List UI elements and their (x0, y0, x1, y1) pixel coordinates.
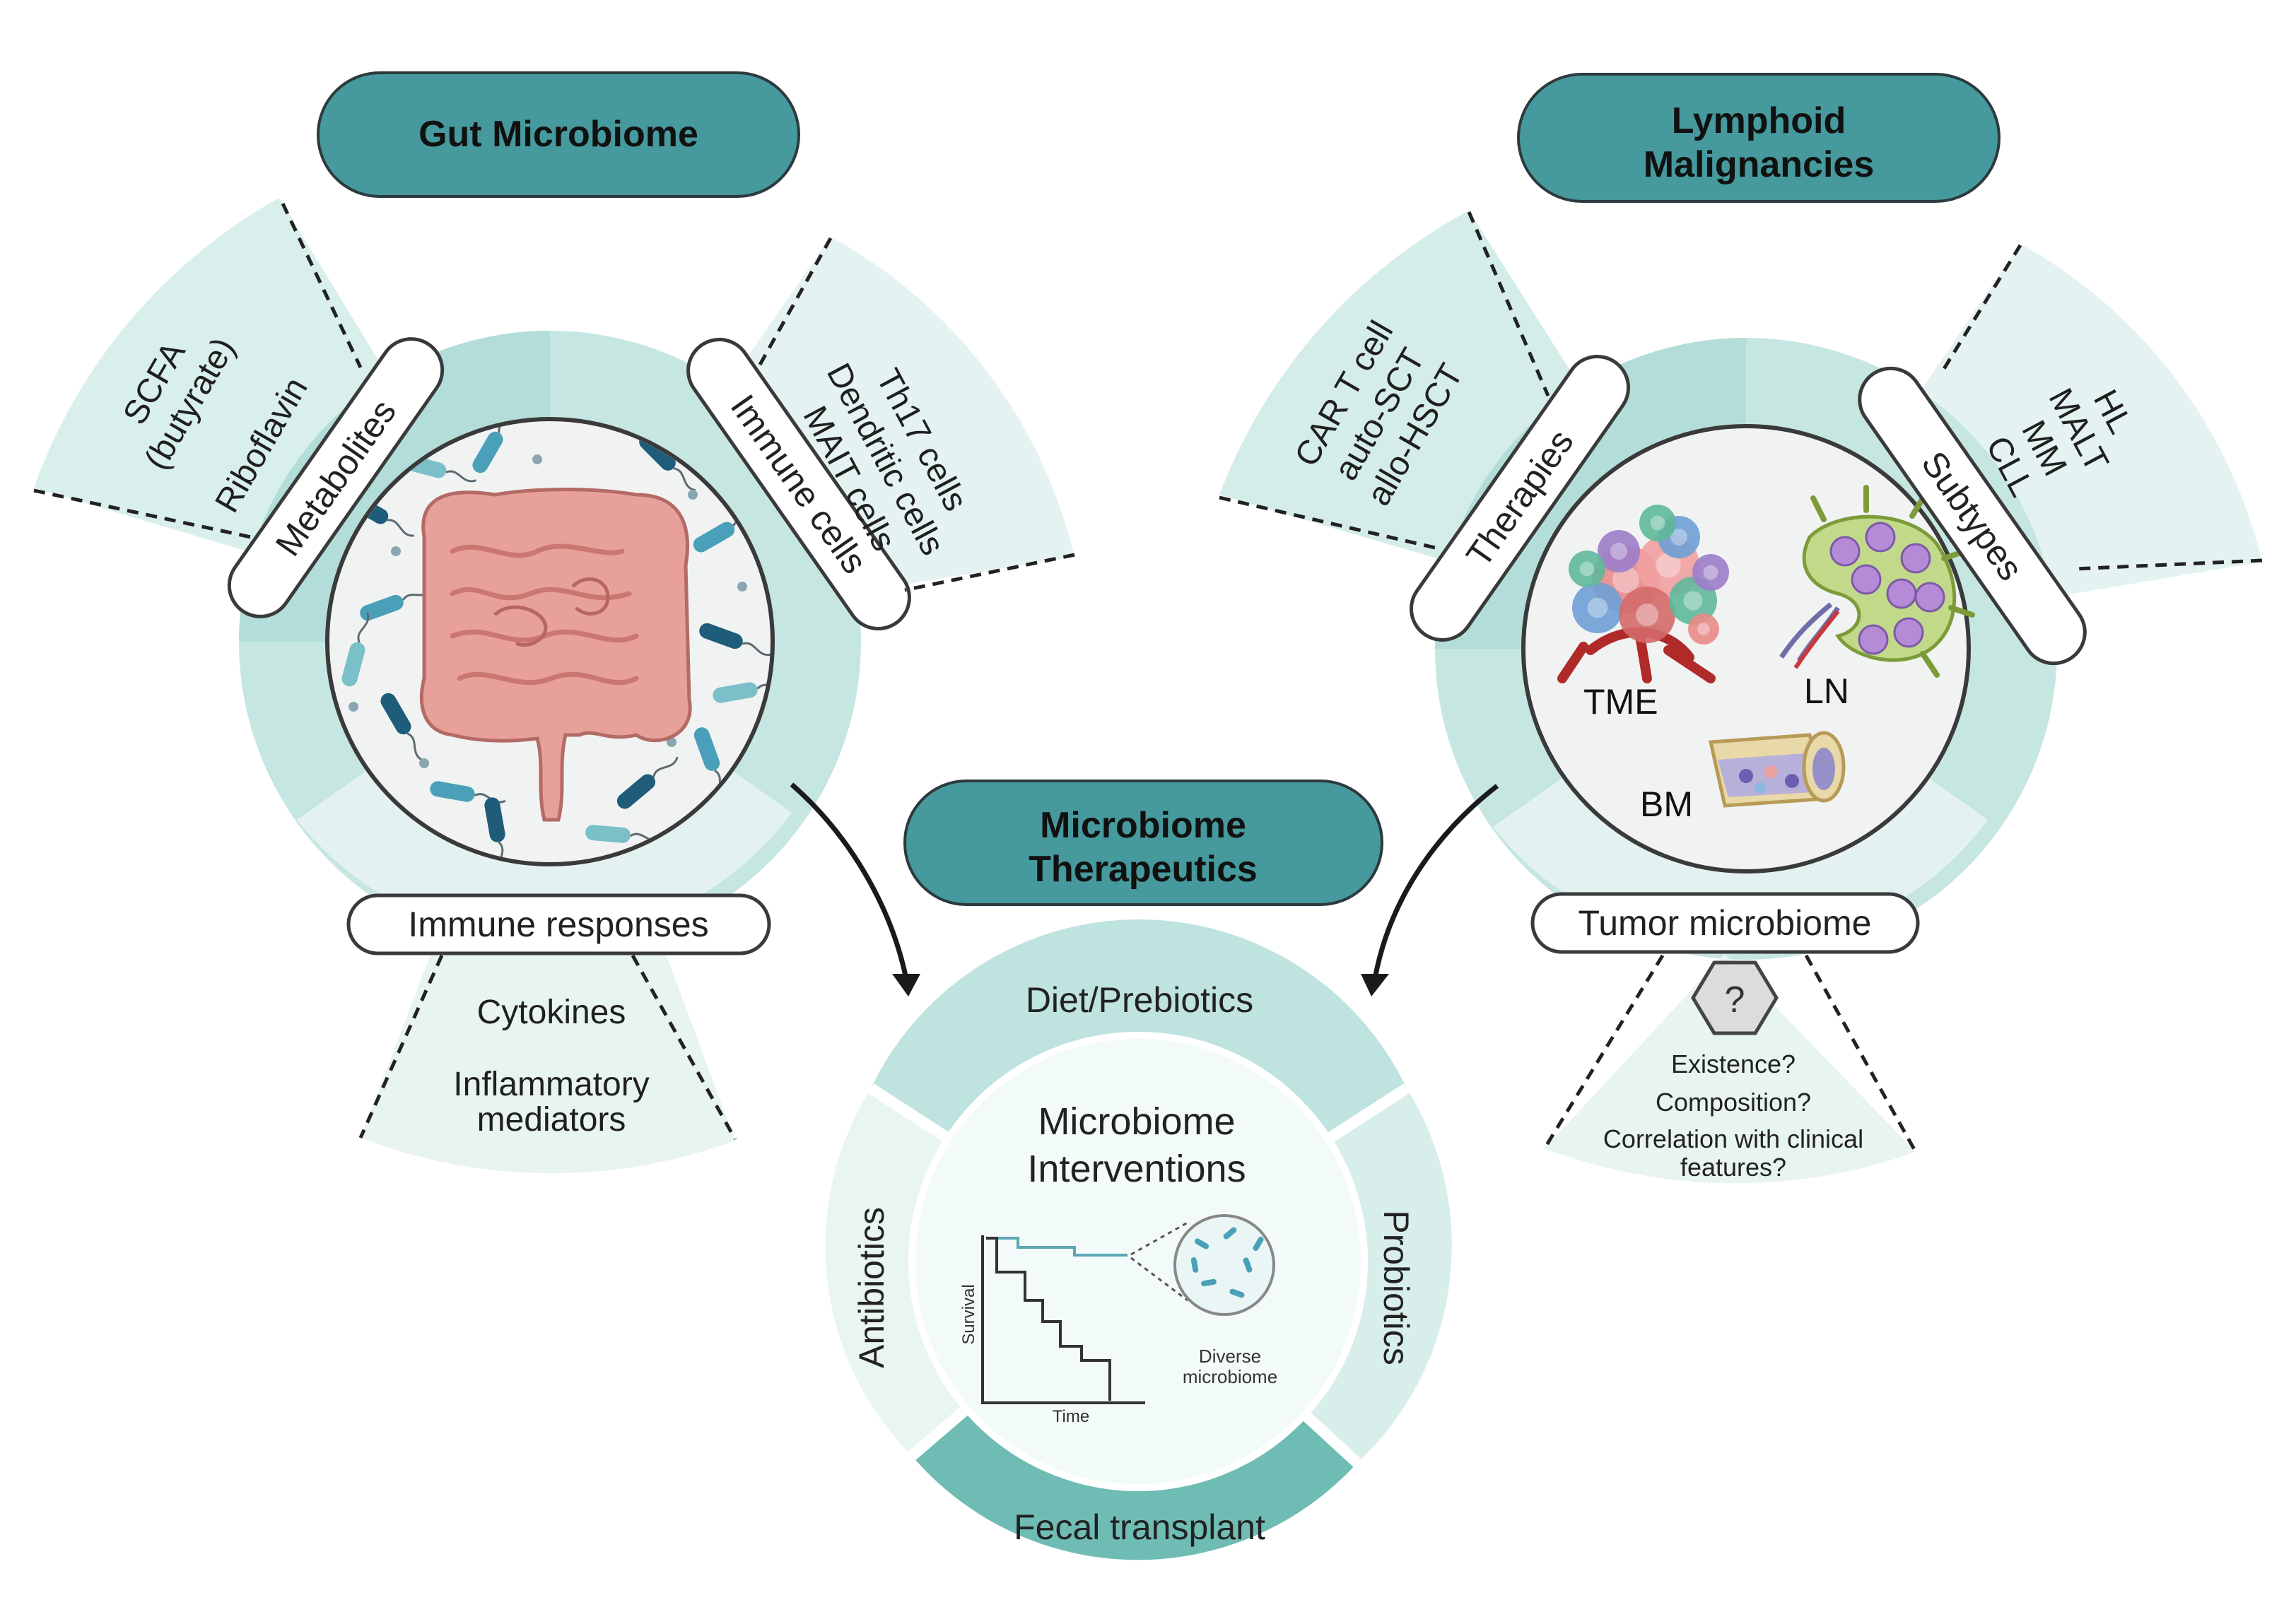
response-item-3: mediators (477, 1101, 626, 1139)
microbe-dot-icon (737, 582, 747, 592)
tumor-cell-icon (1692, 554, 1729, 591)
response-item-2: Inflammatory (453, 1066, 649, 1103)
microbe-dot-icon (532, 454, 542, 464)
tumor-microbiome-pill-label: Tumor microbiome (1578, 903, 1872, 943)
diverse-label-line2: microbiome (1183, 1366, 1277, 1387)
bacterium-icon (713, 682, 771, 703)
ln-label: LN (1804, 671, 1849, 711)
follicle-icon (1893, 617, 1924, 648)
tumor-cell-icon (1569, 551, 1605, 587)
microbiome-therapeutics-header: Microbiome Therapeutics (903, 780, 1383, 906)
follicle-icon (1900, 543, 1931, 574)
right-arrowhead-icon (1361, 974, 1389, 996)
bm-label: BM (1640, 784, 1693, 824)
probiotics-label: Probiotics (1376, 1210, 1416, 1365)
question-hexagon-icon: ? (1691, 960, 1779, 1035)
question-item-3: Correlation with clinical (1603, 1124, 1863, 1153)
tumor-microbiome-wedge (1545, 954, 1916, 1184)
tumor-cell-icon (1572, 582, 1623, 633)
bubble-bacterium-icon (1243, 1257, 1253, 1273)
survival-axis-label: Survival (959, 1284, 978, 1344)
bacterium-icon (380, 693, 423, 762)
question-item-4: features? (1680, 1153, 1786, 1182)
gut-illustration (341, 421, 771, 862)
tme-illustration (1557, 505, 1729, 683)
left-arrowhead-icon (892, 974, 920, 996)
question-mark: ? (1725, 980, 1745, 1020)
bone-marrow-icon (1708, 731, 1846, 808)
ln-follicles (1829, 522, 1945, 655)
response-item-1: Cytokines (477, 994, 626, 1031)
gut-microbiome-title: Gut Microbiome (418, 114, 698, 155)
microbe-dot-icon (688, 490, 698, 500)
follicle-icon (1829, 536, 1861, 567)
microbe-dot-icon (348, 702, 358, 712)
tumor-cell-icon (1598, 530, 1640, 572)
interventions-title-line1: Microbiome (1038, 1100, 1235, 1143)
therapeutics-title-line2: Therapeutics (1029, 849, 1258, 890)
tme-cell-cluster (1569, 505, 1729, 645)
bubble-bacterium-icon (1253, 1236, 1264, 1252)
lymphoid-malignancies-header: Lymphoid Malignancies (1517, 73, 2001, 203)
bacterium-icon (699, 623, 771, 657)
low-diversity-survival-curve (986, 1237, 1111, 1401)
microbe-dot-icon (419, 758, 429, 768)
bubble-bacterium-icon (1229, 1288, 1245, 1298)
fecal-transplant-label: Fecal transplant (1014, 1507, 1265, 1547)
bubble-bacteria (1190, 1227, 1264, 1298)
gut-microbiome-header: Gut Microbiome (317, 71, 800, 198)
tumor-cell-icon (1688, 613, 1719, 645)
follicle-icon (1914, 582, 1945, 613)
tumor-cell-icon (1619, 587, 1675, 643)
lymphoid-title-line1: Lymphoid (1672, 100, 1846, 141)
survival-graph: Survival Time Diverse microbiome (959, 1214, 1277, 1426)
tme-label: TME (1583, 682, 1658, 722)
bacterium-icon (472, 421, 516, 473)
antibiotics-label: Antibiotics (852, 1207, 891, 1368)
question-item-1: Existence? (1671, 1049, 1796, 1078)
tumor-cell-icon (1639, 505, 1676, 541)
follicle-icon (1858, 624, 1889, 655)
therapeutics-title-line1: Microbiome (1040, 805, 1246, 846)
microbe-dot-icon (391, 546, 401, 556)
time-axis-label: Time (1053, 1407, 1089, 1426)
lymphoid-title-line2: Malignancies (1644, 144, 1875, 185)
immune-responses-pill: Immune responses (346, 893, 771, 955)
bacterium-icon (341, 612, 370, 687)
microbiome-therapeutics-panel: Diet/Prebiotics Fecal transplant Antibio… (825, 780, 1452, 1560)
bubble-bacterium-icon (1201, 1278, 1217, 1287)
diet-prebiotics-label: Diet/Prebiotics (1026, 980, 1253, 1020)
gut-bacteria-group (341, 421, 771, 862)
bacterium-icon (616, 756, 679, 809)
gut-microbiome-panel: Metabolites Immune cells Immune response… (33, 71, 1075, 1174)
follicle-icon (1886, 578, 1917, 609)
immune-responses-pill-label: Immune responses (408, 905, 708, 944)
bubble-bacterium-icon (1190, 1257, 1199, 1273)
bubble-bacterium-icon (1194, 1238, 1210, 1249)
tumor-microbiome-pill: Tumor microbiome (1530, 892, 1920, 954)
interventions-title-line2: Interventions (1027, 1148, 1246, 1190)
connecting-arrows (790, 782, 1499, 996)
diverse-microbiome-bubble (1173, 1214, 1275, 1316)
lymph-node-icon (1779, 485, 1975, 678)
follicle-icon (1865, 522, 1896, 553)
question-item-2: Composition? (1656, 1088, 1811, 1117)
diverse-label-line1: Diverse (1199, 1346, 1261, 1367)
bubble-bacterium-icon (1223, 1227, 1237, 1240)
follicle-icon (1851, 564, 1882, 595)
lymphoid-malignancies-panel: TME LN BM Therapies Subtypes Tumor micro… (1219, 73, 2263, 1184)
diverse-survival-curve (986, 1237, 1128, 1257)
interventions-inner-circle (908, 1032, 1368, 1491)
intestine-icon (419, 488, 692, 822)
